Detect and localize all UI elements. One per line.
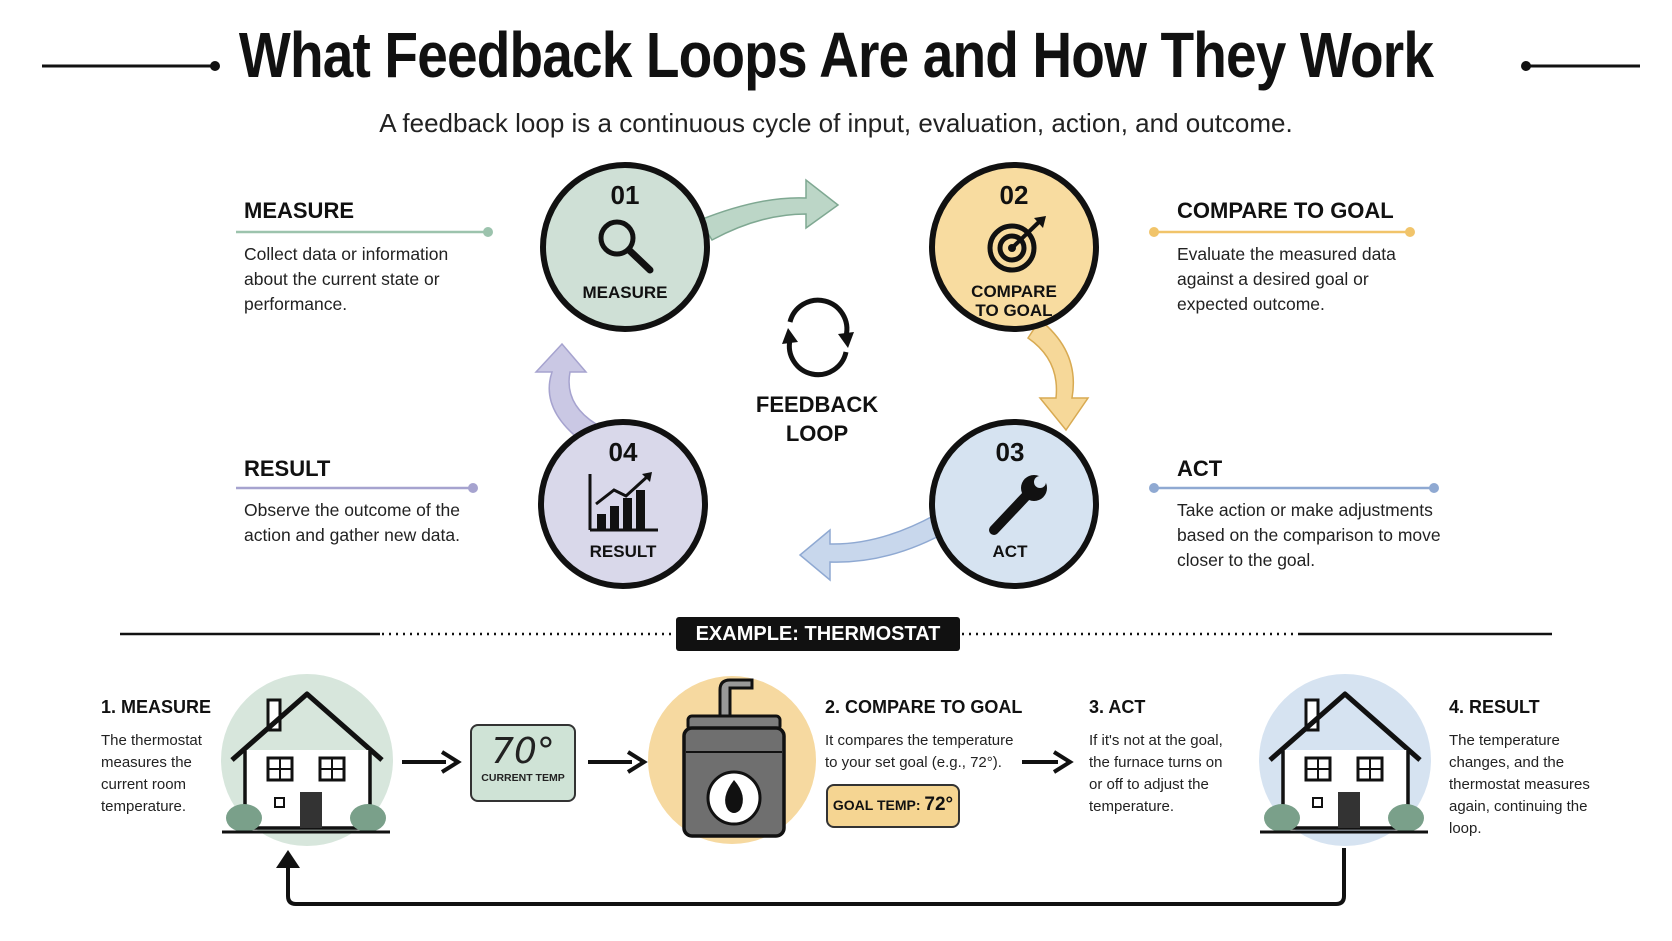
wrench-icon: [989, 475, 1047, 535]
loop-arrow-measure-to-compare: [698, 178, 840, 242]
loop-arrow-result-to-measure: [534, 342, 598, 442]
thermostat-display: 70° CURRENT TEMP: [470, 724, 576, 802]
step-number-measure: 01: [610, 180, 640, 210]
title-rule-right: [1521, 61, 1640, 71]
step-circle-result: [538, 419, 708, 589]
act-heading: ACT: [1177, 456, 1223, 481]
arrow-right-icon: [588, 750, 648, 774]
example-badge: EXAMPLE: THERMOSTAT: [676, 617, 960, 651]
feedback-loop-label: FEEDBACK LOOP: [755, 392, 879, 446]
furnace-icon: [648, 676, 816, 844]
compare-heading: COMPARE TO GOAL: [1177, 198, 1394, 223]
step-circle-act: [929, 419, 1099, 589]
step-circle-measure: [540, 162, 710, 332]
step-label-measure: MEASURE: [582, 283, 668, 302]
page-subtitle: A feedback loop is a continuous cycle of…: [379, 108, 1293, 138]
return-loop-arrow: [276, 848, 1346, 906]
arrow-right-icon: [1022, 750, 1074, 774]
result-underline: [236, 483, 478, 493]
current-temp-label: CURRENT TEMP: [481, 772, 565, 784]
step-label-result: RESULT: [589, 542, 657, 561]
loop-arrow-compare-to-act: [1026, 318, 1090, 432]
measure-heading: MEASURE: [244, 198, 355, 223]
step-circle-compare: [929, 162, 1099, 332]
result-heading: RESULT: [244, 456, 331, 481]
step-number-result: 04: [608, 437, 638, 467]
example-step-measure-title: 1. MEASURE: [101, 697, 212, 717]
target-icon: [987, 216, 1046, 273]
title-rule-left: [42, 61, 220, 71]
house-icon: [1259, 674, 1431, 846]
result-description: Observe the outcome of the action and ga…: [244, 500, 460, 545]
example-step-compare-body: It compares the temperature to your set …: [825, 732, 1014, 771]
goal-temp-value: 72°: [924, 794, 954, 815]
compare-description: Evaluate the measured data against a des…: [1177, 244, 1396, 314]
loop-arrow-act-to-result: [798, 514, 952, 582]
example-step-act-body: If it's not at the goal, the furnace tur…: [1089, 732, 1223, 815]
compare-underline: [1149, 227, 1415, 237]
step-number-compare: 02: [999, 180, 1029, 210]
example-step-result-title: 4. RESULT: [1449, 697, 1540, 717]
cycle-icon: [782, 297, 854, 378]
step-label-act: ACT: [992, 542, 1028, 561]
measure-underline: [236, 227, 493, 237]
bar-chart-icon: [588, 472, 658, 532]
goal-temp-badge: GOAL TEMP: 72°: [826, 784, 960, 828]
measure-description: Collect data or information about the cu…: [244, 244, 449, 314]
arrow-right-icon: [402, 750, 462, 774]
example-step-compare-title: 2. COMPARE TO GOAL: [825, 697, 1023, 717]
step-number-act: 03: [995, 437, 1025, 467]
example-step-measure-body: The thermostat measures the current room…: [101, 732, 202, 815]
example-step-result-body: The temperature changes, and the thermos…: [1449, 732, 1590, 837]
act-description: Take action or make adjustments based on…: [1177, 500, 1441, 570]
example-step-act-title: 3. ACT: [1089, 697, 1146, 717]
step-label-compare: COMPARE TO GOAL: [971, 282, 1057, 320]
goal-temp-label: GOAL TEMP:: [832, 797, 921, 813]
house-icon: [221, 674, 393, 846]
page-title: What Feedback Loops Are and How They Wor…: [238, 19, 1434, 91]
act-underline: [1149, 483, 1439, 493]
magnifier-icon: [598, 219, 654, 274]
current-temp-value: 70°: [491, 731, 555, 772]
